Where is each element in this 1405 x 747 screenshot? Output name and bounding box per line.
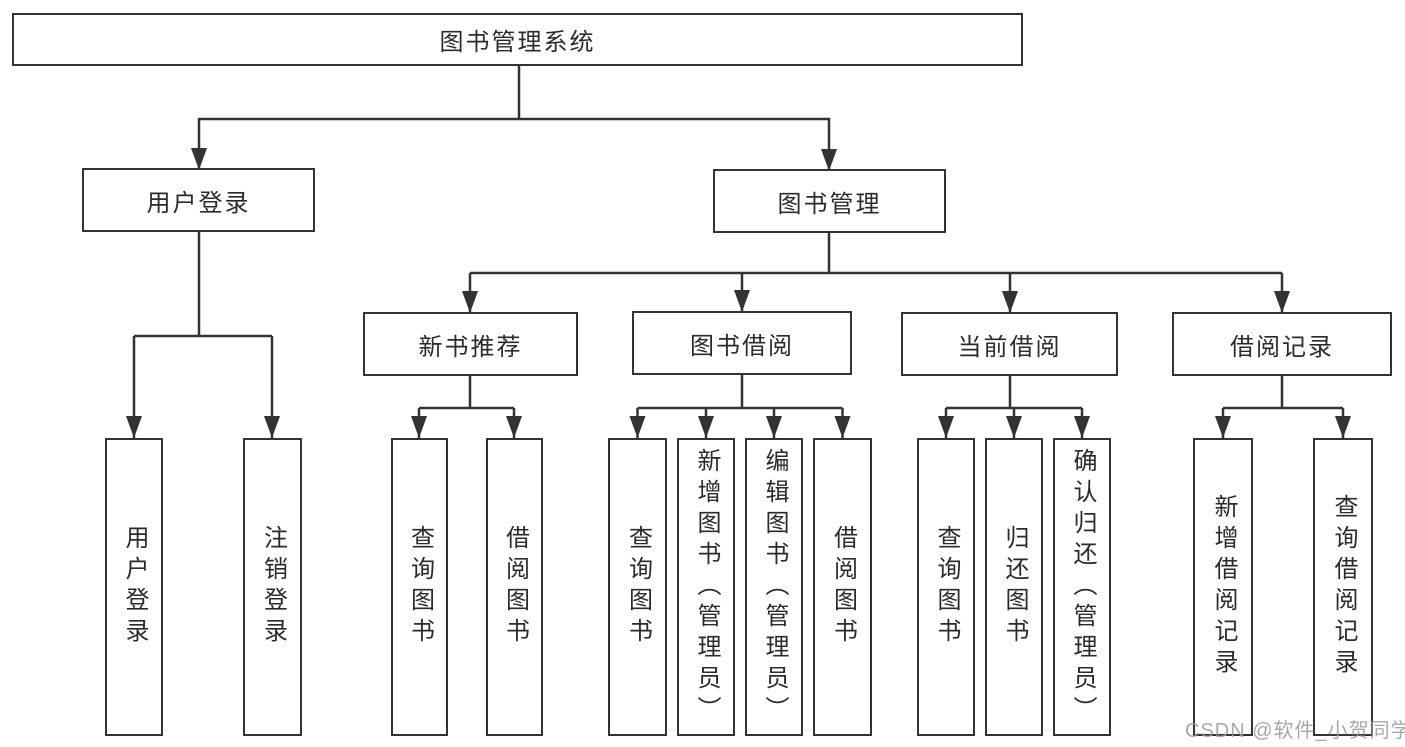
leaf-logout: 注销登录: [243, 438, 302, 736]
node-root-label: 图书管理系统: [439, 29, 596, 56]
leaf-query-books-3-label: 查询图书: [933, 525, 960, 649]
leaf-query-books-2-label: 查询图书: [624, 525, 652, 649]
node-borrow-records: 借阅记录: [1172, 312, 1392, 376]
leaf-borrow-books-1: 借阅图书: [486, 438, 543, 736]
node-book-borrow: 图书借阅: [632, 311, 852, 375]
node-new-book-recommend: 新书推荐: [363, 312, 578, 376]
leaf-query-books-1-label: 查询图书: [406, 525, 434, 649]
leaf-logout-label: 注销登录: [259, 525, 287, 649]
node-current-borrow: 当前借阅: [901, 312, 1118, 376]
leaf-query-books-1: 查询图书: [391, 438, 448, 736]
leaf-query-borrow-record-label: 查询借阅记录: [1330, 494, 1357, 680]
leaf-user-login-label: 用户登录: [121, 525, 148, 649]
leaf-add-books-admin: 新增图书（管理员）: [677, 438, 735, 736]
tree-edges: [132, 66, 1345, 438]
leaf-query-borrow-record: 查询借阅记录: [1313, 438, 1373, 736]
leaf-edit-books-admin: 编辑图书（管理员）: [745, 438, 803, 736]
leaf-borrow-books-2-label: 借阅图书: [829, 525, 857, 649]
leaf-add-borrow-record: 新增借阅记录: [1193, 438, 1253, 736]
leaf-add-borrow-record-label: 新增借阅记录: [1210, 494, 1237, 680]
leaf-add-books-admin-label: 新增图书（管理员）: [693, 447, 720, 727]
leaf-borrow-books-1-label: 借阅图书: [501, 525, 529, 649]
node-book-management: 图书管理: [713, 169, 946, 233]
leaf-query-books-3: 查询图书: [917, 438, 975, 736]
leaf-query-books-2: 查询图书: [608, 438, 667, 736]
leaf-confirm-return-admin: 确认归还（管理员）: [1053, 438, 1111, 736]
node-user-login: 用户登录: [82, 168, 315, 232]
node-book-borrow-label: 图书借阅: [690, 332, 794, 360]
node-borrow-records-label: 借阅记录: [1230, 333, 1334, 361]
node-book-management-label: 图书管理: [777, 190, 882, 218]
leaf-return-books-label: 归还图书: [1001, 525, 1028, 649]
node-new-book-recommend-label: 新书推荐: [418, 333, 523, 361]
node-current-borrow-label: 当前借阅: [957, 333, 1062, 361]
leaf-borrow-books-2: 借阅图书: [813, 438, 872, 736]
node-user-login-label: 用户登录: [146, 189, 251, 217]
leaf-return-books: 归还图书: [985, 438, 1043, 736]
leaf-edit-books-admin-label: 编辑图书（管理员）: [761, 447, 788, 727]
leaf-user-login: 用户登录: [105, 438, 163, 736]
csdn-watermark: CSDN @软件_小贺同学: [1185, 720, 1405, 742]
node-root: 图书管理系统: [12, 13, 1023, 66]
leaf-confirm-return-admin-label: 确认归还（管理员）: [1069, 447, 1096, 727]
